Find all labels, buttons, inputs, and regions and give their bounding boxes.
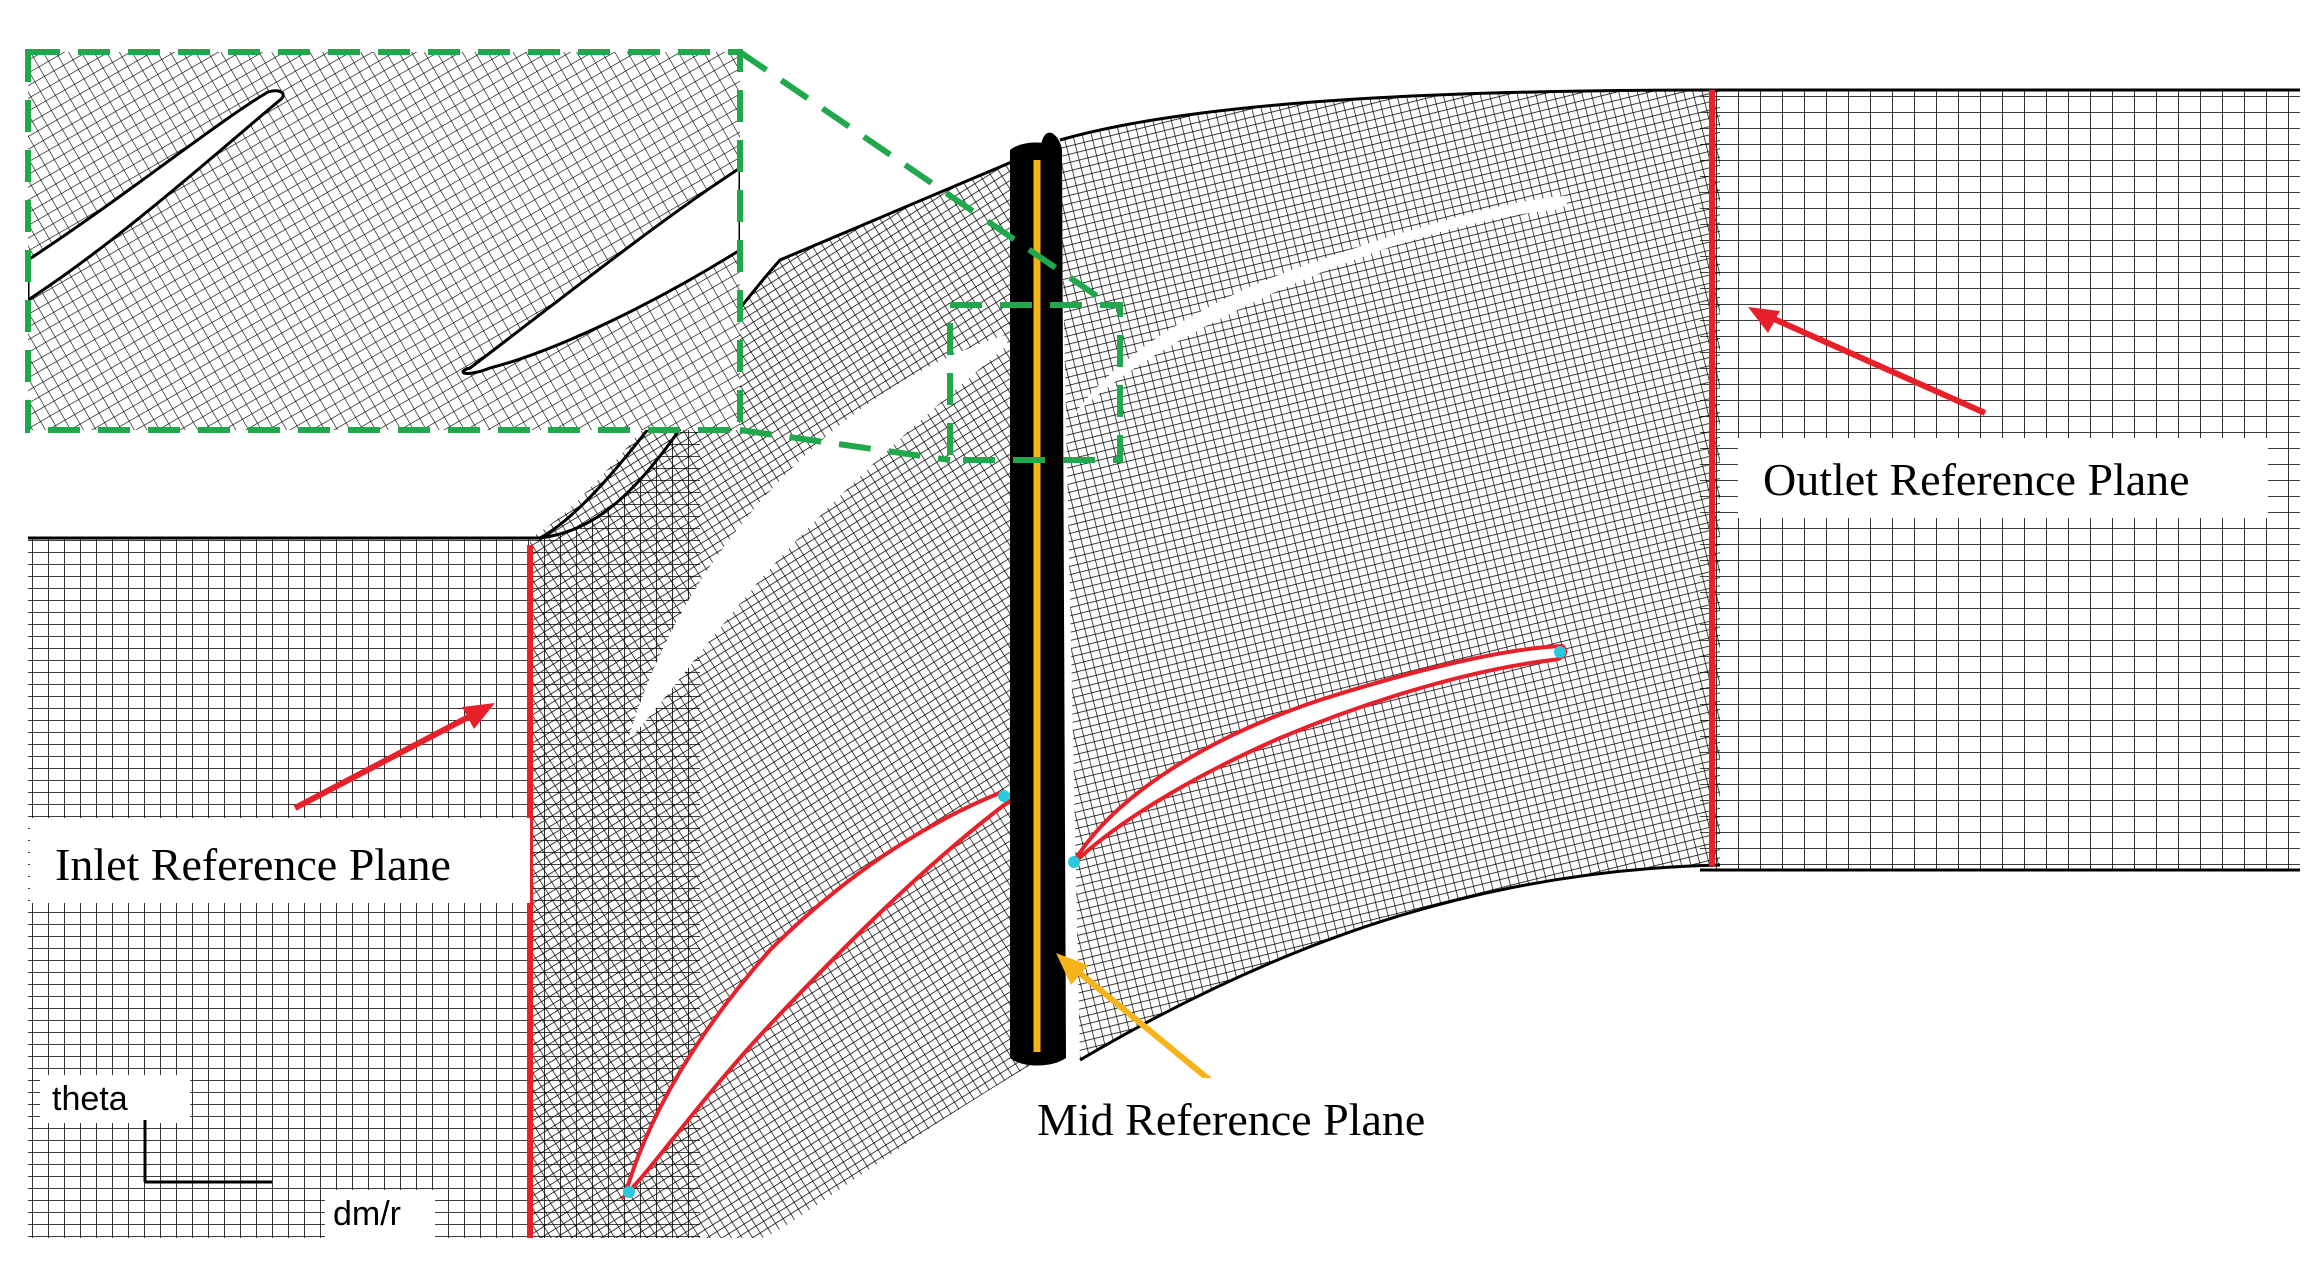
stator-blade-lower [621, 789, 1011, 1201]
inlet-arrow [293, 703, 495, 811]
outlet-label-text: Outlet Reference Plane [1763, 454, 2190, 505]
zoom-target-box [738, 49, 1123, 463]
outlet-label: Outlet Reference Plane [1738, 438, 2268, 518]
rotor-blade-lower [1068, 643, 1568, 868]
stator-blade-upper [628, 335, 1008, 740]
axis-theta-label: theta [52, 1080, 128, 1118]
mid-arrow [1056, 953, 1214, 1085]
rotor-mesh-block [1059, 88, 1721, 1062]
inlet-label: Inlet Reference Plane [30, 818, 530, 903]
mid-label-text: Mid Reference Plane [1037, 1094, 1425, 1145]
outlet-arrow [1748, 307, 1987, 416]
axes-indicator: theta dm/r [40, 1075, 435, 1238]
inlet-label-text: Inlet Reference Plane [55, 839, 451, 890]
axis-dm-r-label: dm/r [333, 1195, 401, 1233]
mid-label: Mid Reference Plane [1020, 1078, 1510, 1158]
zoom-inset [25, 49, 743, 433]
